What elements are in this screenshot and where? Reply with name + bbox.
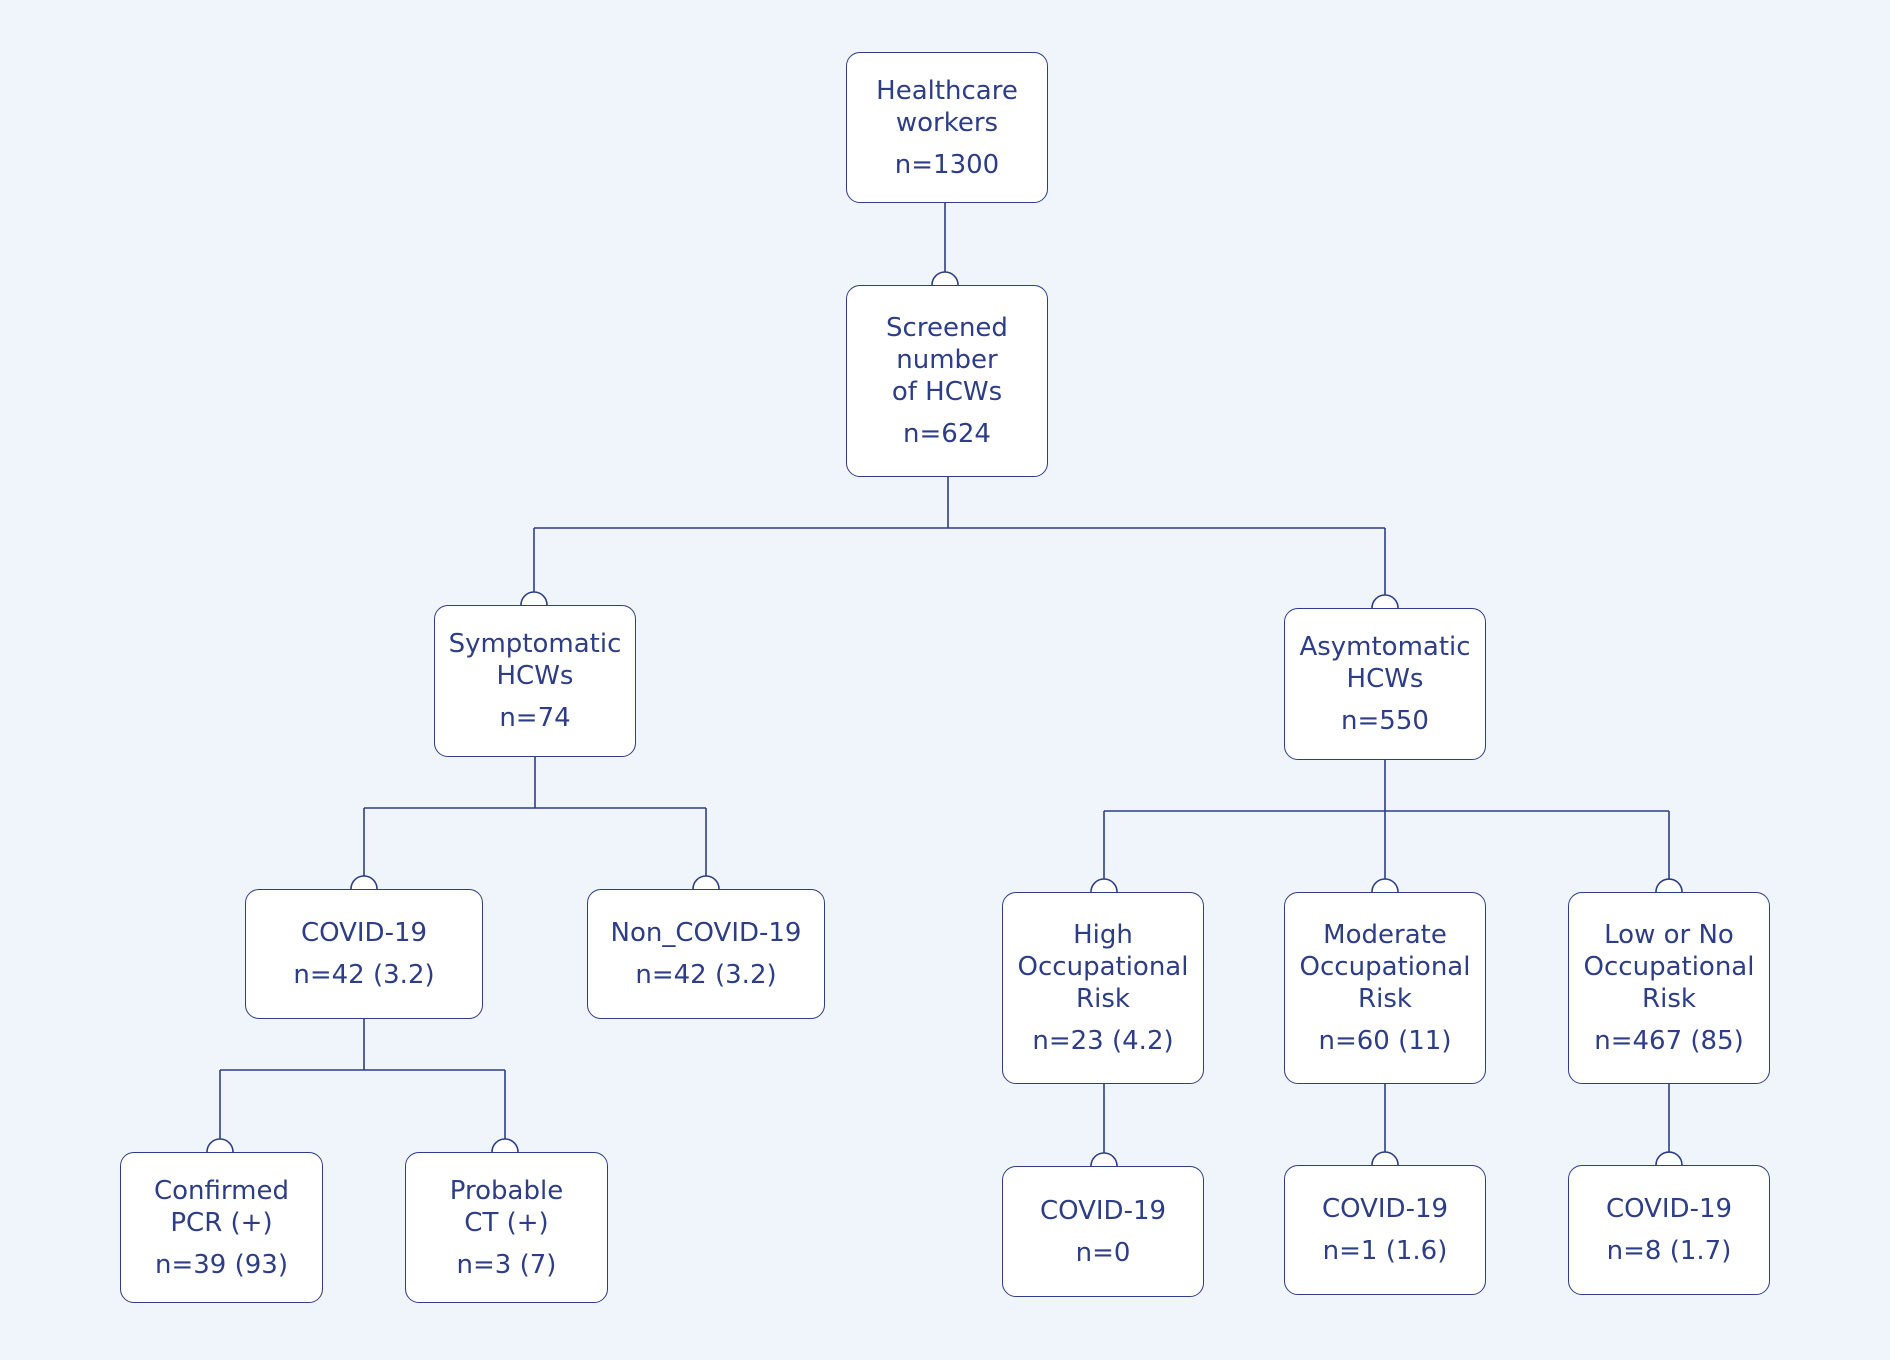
node-count: n=467 (85) — [1594, 1026, 1744, 1056]
node-probable-ct: Probable CT (+) n=3 (7) — [405, 1152, 608, 1303]
node-count: n=624 — [903, 419, 991, 449]
node-label: Asymtomatic HCWs — [1299, 632, 1471, 694]
node-low-risk-covid19: COVID-19 n=8 (1.7) — [1568, 1165, 1770, 1295]
node-confirmed-pcr: Confirmed PCR (+) n=39 (93) — [120, 1152, 323, 1303]
node-label: Non_COVID-19 — [610, 918, 802, 948]
node-label: Probable CT (+) — [449, 1175, 564, 1238]
node-symptomatic-hcws: Symptomatic HCWs n=74 — [434, 605, 636, 757]
tab-high-risk — [1090, 878, 1118, 893]
tab-covid19 — [350, 875, 378, 890]
node-label: Healthcare workers — [876, 75, 1018, 138]
connector-covid-split — [220, 1019, 505, 1071]
node-covid19: COVID-19 n=42 (3.2) — [245, 889, 483, 1019]
node-moderate-risk-covid19: COVID-19 n=1 (1.6) — [1284, 1165, 1486, 1295]
node-count: n=42 (3.2) — [635, 960, 777, 990]
node-count: n=3 (7) — [456, 1249, 557, 1280]
node-count: n=8 (1.7) — [1606, 1236, 1732, 1266]
tab-low-risk — [1655, 878, 1683, 893]
connector-screened-split — [534, 477, 1385, 529]
tab-asymptomatic — [1371, 594, 1399, 609]
node-label: COVID-19 — [1039, 1195, 1167, 1226]
node-label: Moderate Occupational Risk — [1299, 920, 1471, 1014]
tab-moderate-risk — [1371, 878, 1399, 893]
tab-high-covid — [1090, 1152, 1118, 1167]
node-label: COVID-19 — [1605, 1194, 1733, 1224]
node-label: High Occupational Risk — [1017, 920, 1189, 1014]
node-count: n=1300 — [894, 149, 1000, 180]
connector-asymptomatic-split — [1104, 760, 1669, 812]
tab-confirmed — [206, 1138, 234, 1153]
node-count: n=0 — [1075, 1237, 1131, 1268]
tab-screened — [931, 271, 959, 286]
node-label: Screened number of HCWs — [886, 313, 1008, 407]
node-label: Symptomatic HCWs — [448, 629, 622, 691]
node-count: n=1 (1.6) — [1322, 1236, 1448, 1266]
node-non-covid19: Non_COVID-19 n=42 (3.2) — [587, 889, 825, 1019]
node-label: Low or No Occupational Risk — [1583, 920, 1755, 1014]
node-moderate-occupational-risk: Moderate Occupational Risk n=60 (11) — [1284, 892, 1486, 1084]
node-label: Confirmed PCR (+) — [154, 1175, 289, 1238]
node-count: n=60 (11) — [1318, 1026, 1452, 1056]
node-count: n=550 — [1341, 706, 1429, 736]
tab-moderate-covid — [1371, 1151, 1399, 1166]
node-healthcare-workers: Healthcare workers n=1300 — [846, 52, 1048, 203]
tab-low-covid — [1655, 1151, 1683, 1166]
tab-probable — [491, 1138, 519, 1153]
node-count: n=42 (3.2) — [293, 960, 435, 990]
connector-symptomatic-split — [364, 757, 706, 809]
node-asymptomatic-hcws: Asymtomatic HCWs n=550 — [1284, 608, 1486, 760]
node-low-occupational-risk: Low or No Occupational Risk n=467 (85) — [1568, 892, 1770, 1084]
node-label: COVID-19 — [1321, 1194, 1449, 1224]
node-count: n=23 (4.2) — [1032, 1026, 1174, 1056]
node-count: n=39 (93) — [155, 1249, 288, 1280]
node-screened-hcws: Screened number of HCWs n=624 — [846, 285, 1048, 477]
node-high-risk-covid19: COVID-19 n=0 — [1002, 1166, 1204, 1297]
tab-symptomatic — [520, 591, 548, 606]
node-high-occupational-risk: High Occupational Risk n=23 (4.2) — [1002, 892, 1204, 1084]
node-count: n=74 — [499, 703, 571, 733]
node-label: COVID-19 — [300, 918, 428, 948]
tab-non-covid19 — [692, 875, 720, 890]
